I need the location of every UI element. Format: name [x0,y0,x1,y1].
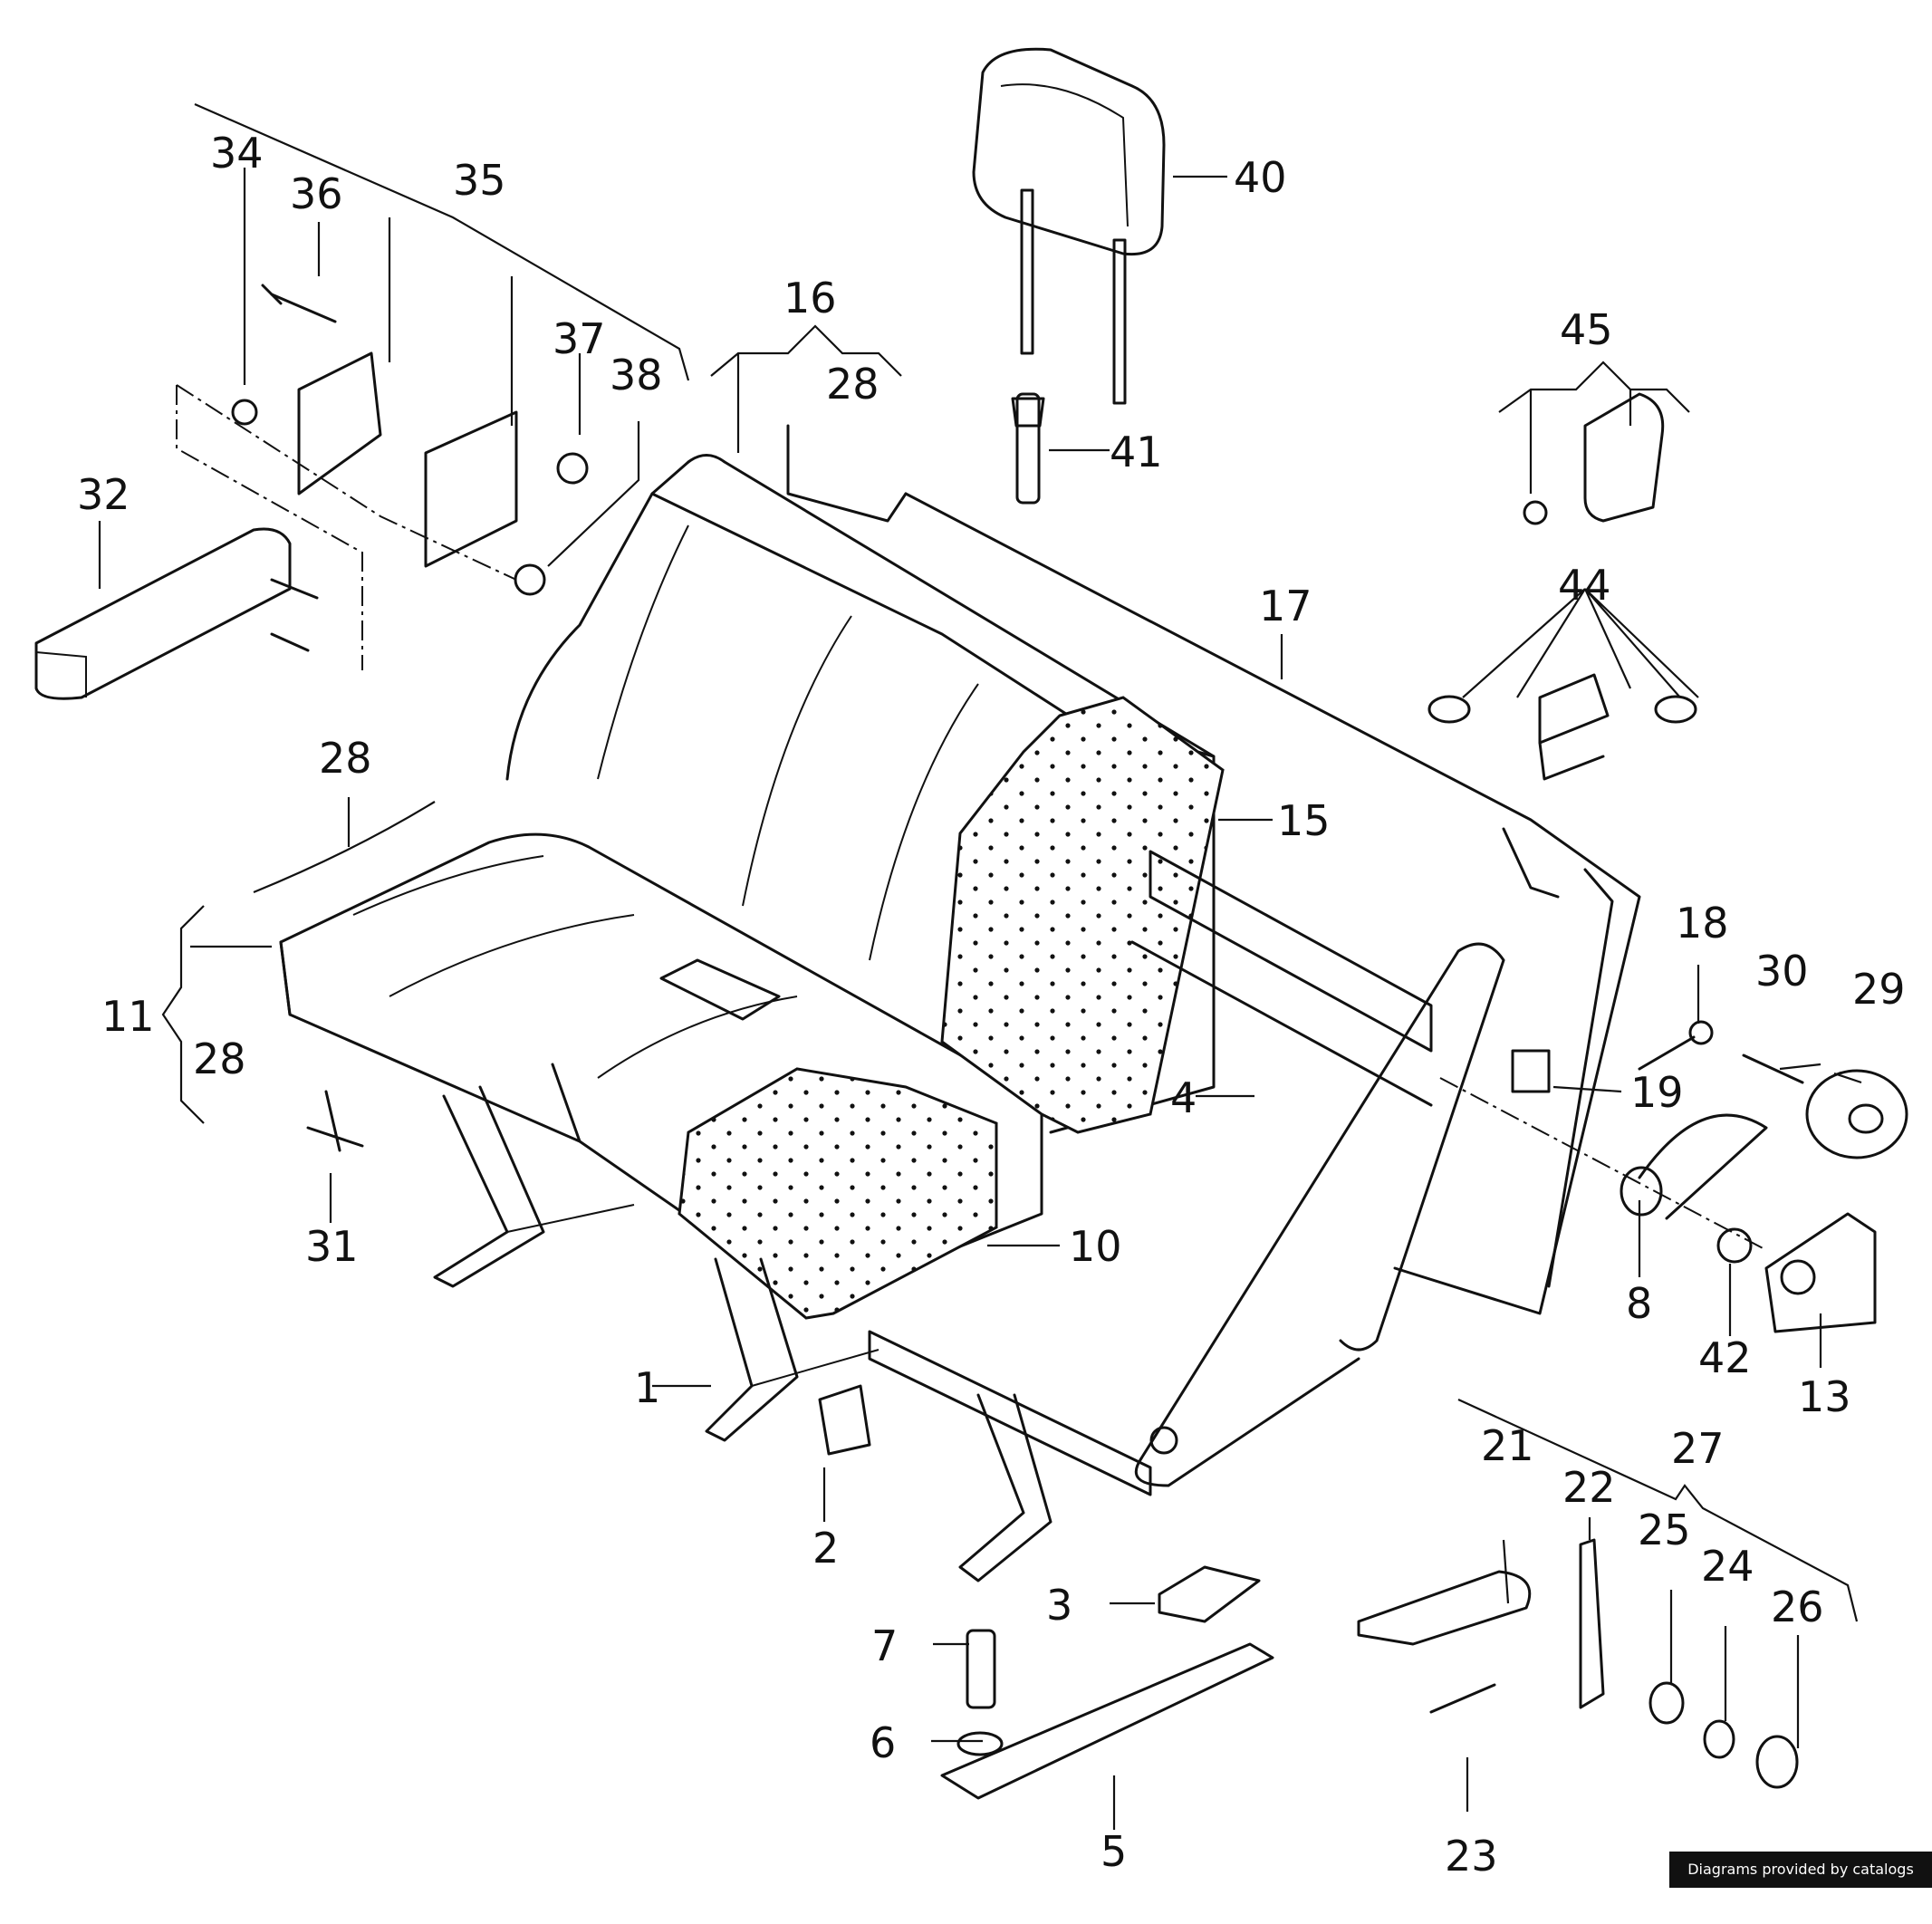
callout-27: 27 [1671,1424,1725,1473]
callout-13: 13 [1798,1372,1851,1421]
callout-22: 22 [1562,1463,1616,1512]
release-handle-part [1357,1538,1799,1789]
callout-3: 3 [1046,1581,1072,1630]
callout-37: 37 [553,314,606,363]
armrest-bracket-part [176,284,589,670]
callout-1: 1 [634,1363,660,1412]
callout-31: 31 [305,1222,359,1271]
callout-labels: 1 2 3 4 5 6 7 8 10 11 13 15 16 17 18 19 … [77,129,1906,1881]
callout-18: 18 [1676,899,1729,948]
callout-34: 34 [210,129,264,178]
credit-banner: Diagrams provided by catalogs parts [1669,1852,1932,1914]
callout-42: 42 [1698,1333,1752,1382]
latch-part [1427,392,1697,781]
armrest-part [34,527,319,700]
callout-25: 25 [1638,1506,1691,1554]
callout-44: 44 [1558,561,1611,610]
callout-11: 11 [101,992,155,1041]
callout-32: 32 [77,470,130,519]
callout-6: 6 [870,1718,896,1767]
callout-28-c: 28 [193,1034,246,1083]
callout-10: 10 [1069,1222,1122,1271]
callout-26: 26 [1771,1582,1824,1631]
callout-41: 41 [1110,428,1163,476]
seat-frame-part [279,424,1641,1582]
callout-28-b: 28 [319,734,372,783]
callout-15: 15 [1277,796,1331,845]
callout-30: 30 [1755,947,1809,996]
callout-7: 7 [871,1621,898,1670]
callout-28-a: 28 [826,360,879,409]
side-hardware-part [1439,1020,1908,1333]
callout-29: 29 [1852,965,1906,1014]
callout-17: 17 [1259,582,1312,630]
callout-8: 8 [1626,1279,1652,1328]
callout-24: 24 [1701,1542,1754,1591]
callout-5: 5 [1101,1827,1127,1876]
headrest-part [972,47,1166,405]
callout-45: 45 [1560,305,1613,354]
callout-19: 19 [1630,1068,1684,1117]
lower-hardware-part [306,1090,1274,1800]
callout-16: 16 [783,274,837,322]
callout-38: 38 [610,351,663,399]
callout-4: 4 [1170,1073,1197,1122]
callout-40: 40 [1234,153,1287,202]
callout-21: 21 [1481,1421,1534,1470]
headrest-guide-part [1011,392,1045,505]
leader-lines [98,102,1862,1830]
callout-23: 23 [1445,1832,1498,1881]
callout-2: 2 [812,1524,839,1573]
callout-36: 36 [290,169,343,218]
callout-35: 35 [453,156,506,205]
